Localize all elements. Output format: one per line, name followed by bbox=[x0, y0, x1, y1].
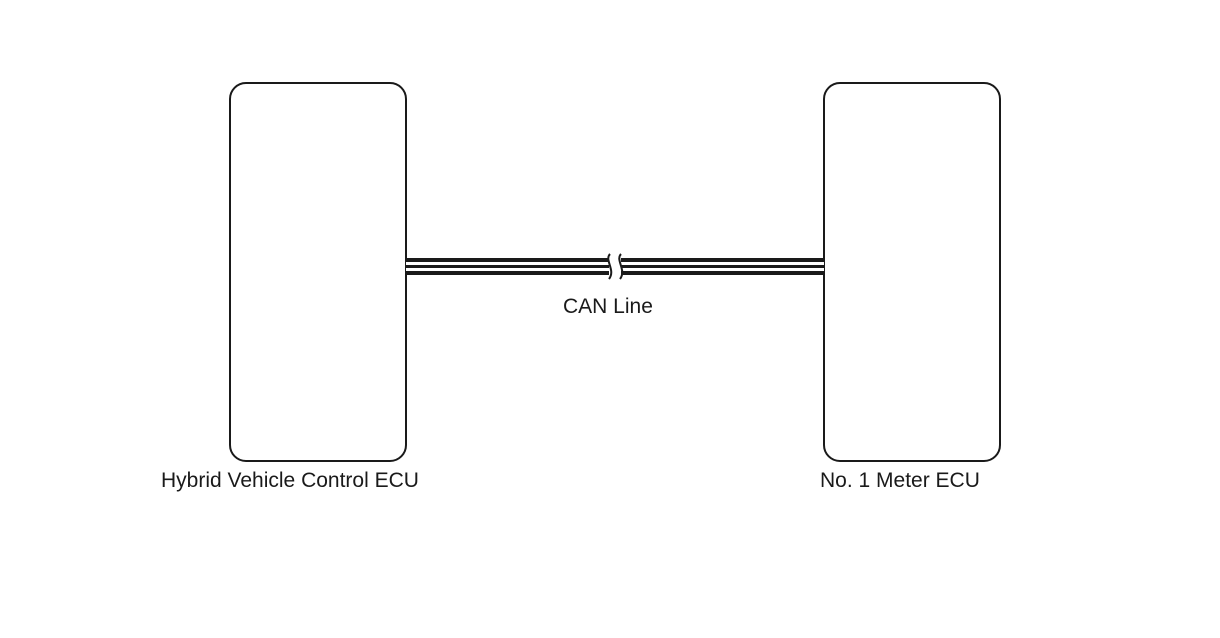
can-line-right-segment bbox=[621, 258, 824, 275]
line-break-symbol bbox=[607, 253, 624, 280]
hybrid-vehicle-control-ecu-label: Hybrid Vehicle Control ECU bbox=[161, 469, 419, 492]
no1-meter-ecu-label: No. 1 Meter ECU bbox=[820, 469, 980, 492]
no1-meter-ecu-box bbox=[823, 82, 1001, 462]
can-line-label: CAN Line bbox=[563, 295, 653, 318]
can-line-left-segment bbox=[406, 258, 609, 275]
hybrid-vehicle-control-ecu-box bbox=[229, 82, 407, 462]
